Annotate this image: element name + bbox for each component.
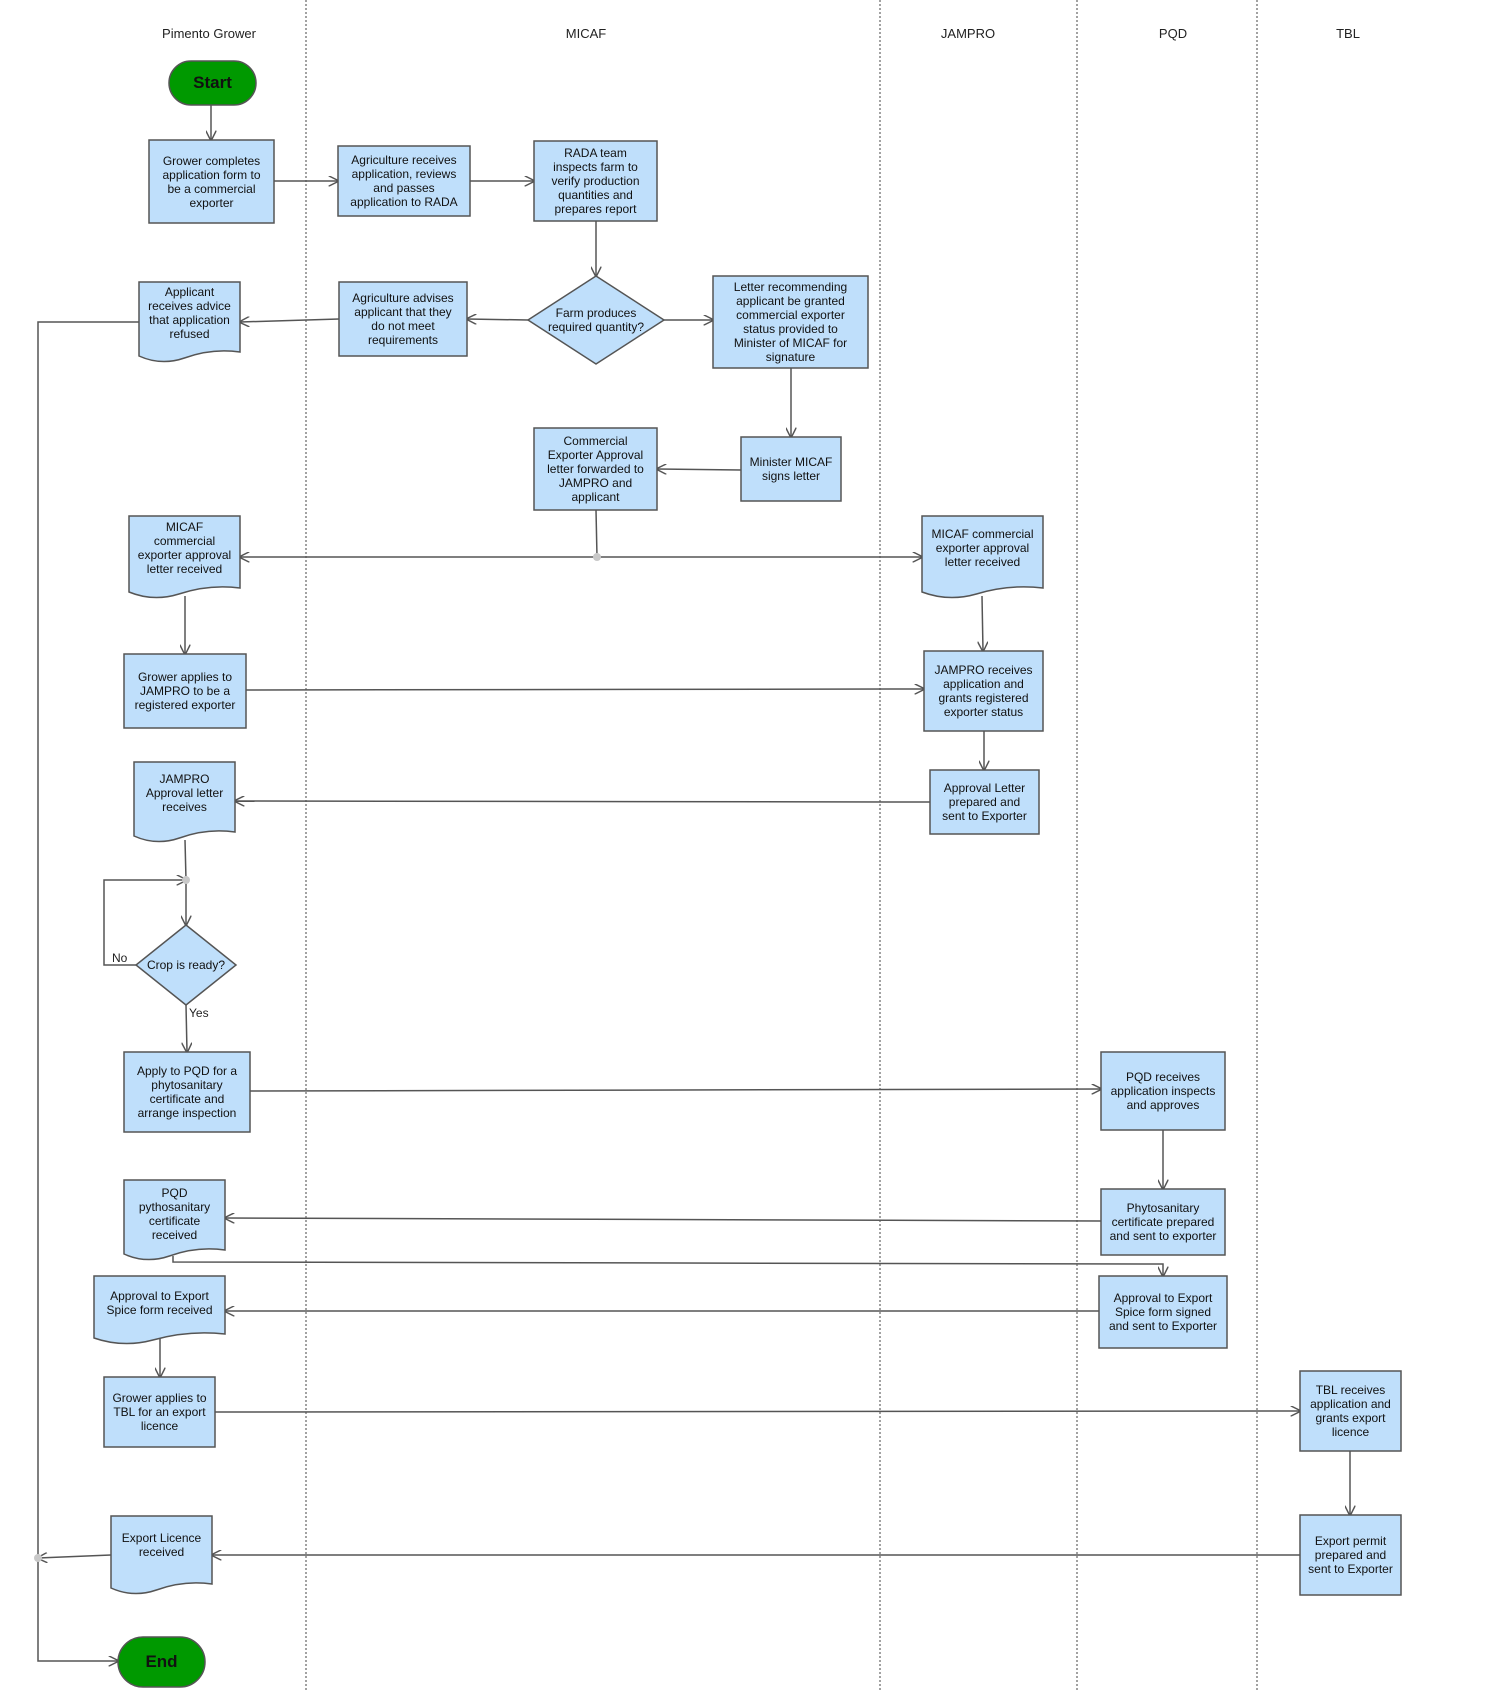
edge-decision-no-to-advise [467,319,529,320]
edge-crop-no [103,880,186,966]
rada-inspects-box [533,140,658,222]
letter-recommending-box [712,275,869,369]
edge-label-no: No [112,951,128,965]
grower-tbl-box [103,1376,216,1448]
agriculture-receives-box [337,145,471,217]
edge-forwarded-down [595,509,598,558]
export-permit-box [1299,1514,1402,1596]
edge-refused-to-merge [37,321,139,1558]
lane-title-jampro: JAMPRO [940,26,996,41]
edge-merge-to-end [37,1558,118,1661]
minister-signs-box [740,436,842,502]
edge-cert-to-spice-signed [172,1256,1163,1276]
tbl-receives-box [1299,1370,1402,1452]
pqd-receives-box [1100,1051,1226,1131]
lane-separators [305,0,1258,1691]
jampro-receives-box [923,650,1044,732]
edge-grower-to-jampro [245,689,924,690]
micaf-letter-grower-document [128,515,241,599]
edge-licence-to-merge [38,1555,112,1558]
pqd-cert-received-document [123,1179,226,1261]
start-terminator [168,60,257,106]
junction-dot-crop-loop [182,876,190,884]
phyto-prepared-box [1100,1188,1226,1256]
jampro-letter-received-document [133,761,236,843]
edge-micaf-jampro-to-receives [982,595,983,651]
lane-title-pqd: PQD [1158,26,1188,41]
shapes [34,60,1402,1688]
lane-title-micaf: MICAF [565,26,607,41]
edge-grower-to-tbl [214,1411,1300,1412]
decision-crop-diamond [134,924,238,1006]
edge-crop-yes [186,1004,187,1052]
licence-received-document [110,1515,213,1595]
agriculture-advises-box [338,281,468,357]
edge-label-yes: Yes [189,1006,209,1020]
edge-received-to-loop [184,839,187,881]
lane-title-pimento-grower: Pimento Grower [162,26,256,41]
approval-forwarded-box [533,427,658,511]
apply-pqd-box [123,1051,251,1133]
refused-document [138,281,241,363]
spice-signed-box [1098,1275,1228,1349]
end-terminator [117,1636,206,1688]
lane-title-tbl: TBL [1336,26,1360,41]
micaf-letter-jampro-document [921,515,1044,599]
junction-dot-approval-split [593,553,601,561]
junction-dot-end-merge [34,1554,42,1562]
connectors [38,105,1350,1661]
edge-phyto-to-cert [225,1218,1102,1221]
edge-sent-to-received [235,801,931,802]
spice-received-document [93,1275,226,1345]
edge-minister-to-forwarded [657,469,742,470]
jampro-letter-sent-box [929,769,1040,835]
decision-quantity-diamond [526,275,666,365]
grower-completes-application-box [148,139,275,224]
edge-advise-to-refused [240,319,340,322]
grower-jampro-box [123,653,247,729]
edge-apply-to-pqd [249,1089,1101,1091]
